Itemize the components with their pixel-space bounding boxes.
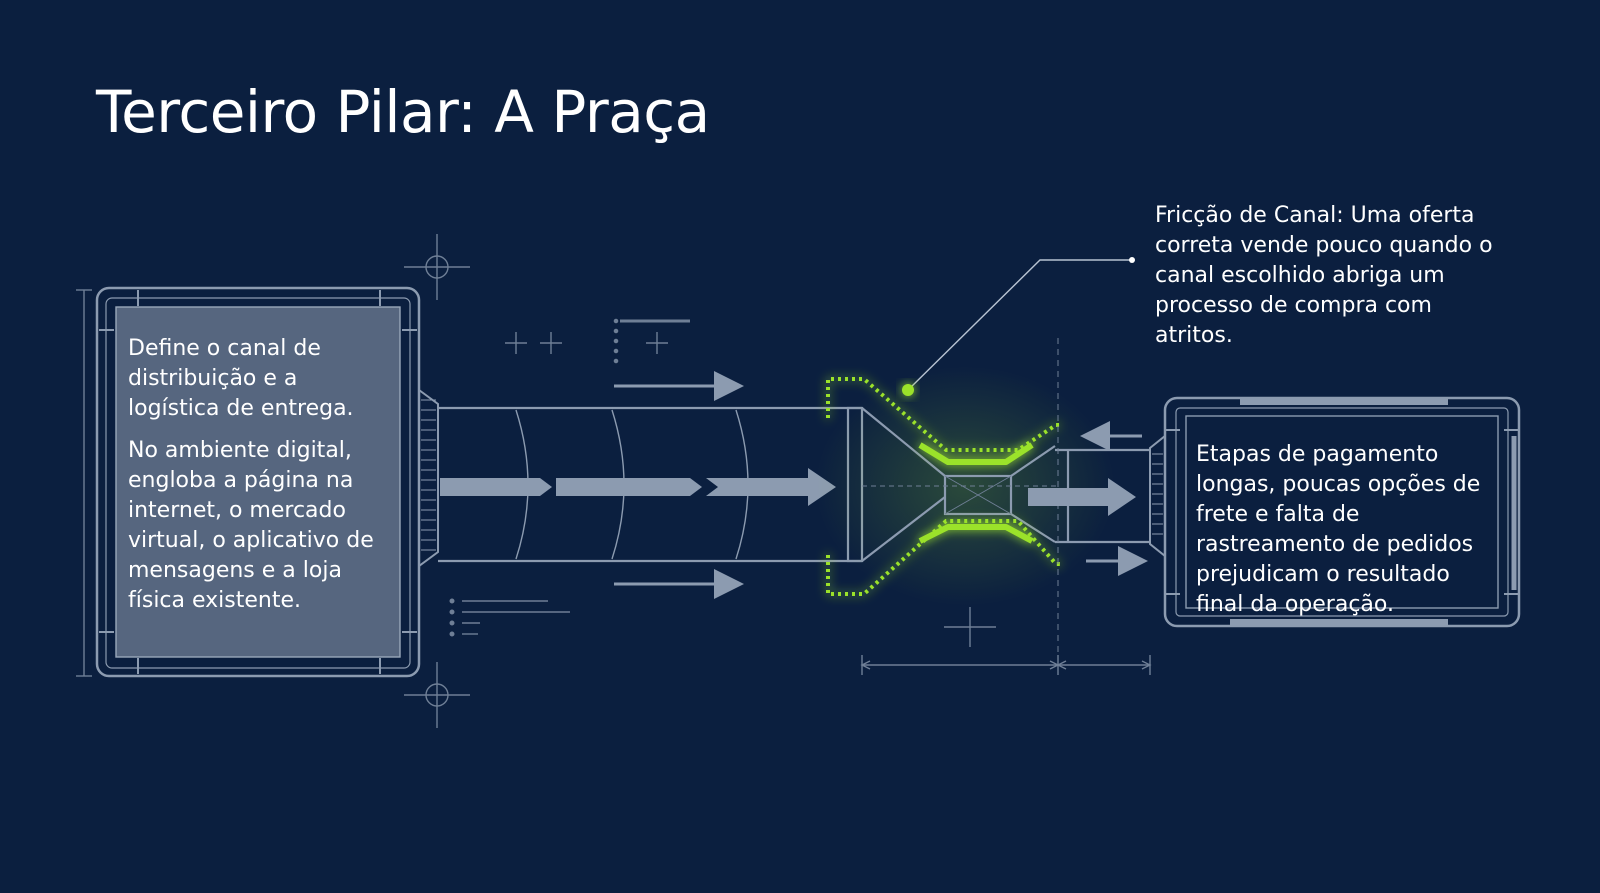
right-box-text: Etapas de pagamento longas, poucas opçõe…: [1196, 442, 1481, 617]
flow-arrows: [440, 468, 836, 506]
decorative-marks: [449, 318, 996, 647]
crosshair-icon-bottom: [404, 662, 470, 728]
digital-environment-text: No ambiente digital, engloba a página na…: [128, 438, 374, 613]
right-box: [1163, 396, 1521, 628]
return-arrows: [1080, 421, 1148, 576]
left-connector: [418, 388, 439, 568]
slide-title: Terceiro Pilar: A Praça: [96, 78, 710, 146]
left-box-text: Define o canal de distribuição e a logís…: [128, 334, 390, 616]
left-dimension-line: [76, 289, 92, 677]
left-box: [95, 286, 421, 678]
external-arrows: [614, 371, 744, 599]
outlet-arrow: [1028, 478, 1136, 516]
channel-definition-text: Define o canal de distribuição e a logís…: [128, 336, 354, 421]
crosshair-icon-top: [404, 234, 470, 300]
bottleneck-funnel: [861, 407, 1060, 562]
callout-text: Fricção de Canal: Uma oferta correta ven…: [1155, 203, 1493, 348]
bottom-dimension-line: [860, 655, 1152, 675]
callout-leader: [902, 257, 1135, 396]
friction-highlight: [826, 377, 1060, 596]
right-connector: [1149, 433, 1166, 559]
